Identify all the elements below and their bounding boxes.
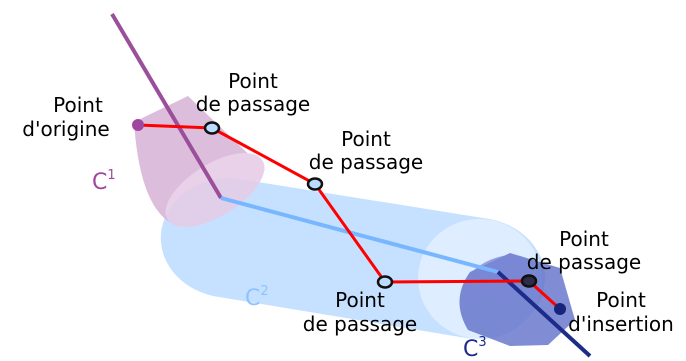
insertion-label-line2: d'insertion [568, 312, 674, 336]
waypoint-1-marker [203, 121, 221, 135]
waypoint-2-label-line2: de passage [309, 150, 423, 174]
axis-c1 [110, 12, 223, 200]
origin-label-line2: d'origine [22, 117, 109, 141]
cylinder-c1-label: C1 [92, 168, 116, 195]
waypoint-2-marker [306, 177, 324, 191]
axis-c2 [220, 196, 499, 274]
waypoint-3-marker [376, 275, 394, 289]
waypoint-4-label-line1: Point [559, 227, 609, 251]
waypoint-3-label-line1: Point [335, 288, 385, 312]
insertion-point [554, 303, 566, 315]
waypoint-4-label-line2: de passage [527, 250, 641, 274]
cylinder-c3-label: C3 [463, 335, 487, 361]
waypoint-4-marker [520, 274, 538, 288]
axis-c3 [496, 270, 592, 358]
waypoint-2-label-line1: Point [341, 127, 391, 151]
origin-label-line1: Point [53, 93, 103, 117]
cylinder-c2-label: C2 [245, 284, 269, 311]
waypoint-1-label-line2: de passage [196, 92, 310, 116]
origin-point [132, 119, 144, 131]
waypoint-3-label-line2: de passage [303, 312, 417, 336]
waypoint-1-label-line1: Point [228, 69, 278, 93]
insertion-label-line1: Point [596, 288, 646, 312]
